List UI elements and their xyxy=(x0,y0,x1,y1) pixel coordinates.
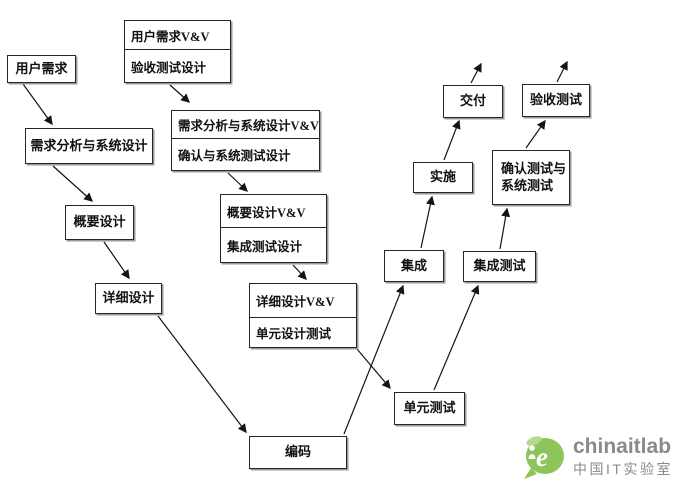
node-unit-test: 单元测试 xyxy=(394,392,465,425)
arrow-integration-to-implementation xyxy=(420,195,435,249)
arrow-acceptance-out xyxy=(556,60,568,83)
node-confirm-and-system-test-line2: 系统测试 xyxy=(501,177,554,193)
node-detailed-design: 详细设计 xyxy=(95,283,162,314)
arrow-integrationtest-to-confirmtest xyxy=(499,207,511,250)
arrow-detail-to-coding xyxy=(157,315,247,434)
arrow-implementation-to-delivery xyxy=(443,119,461,161)
logo-text: chinaitlab 中国IT实验室 xyxy=(573,436,673,479)
node-unit-design-test: 单元设计测试 xyxy=(256,327,332,341)
node-integration-test-design: 集成测试设计 xyxy=(227,239,303,254)
arrow-coding-to-integration xyxy=(343,284,405,435)
node-confirm-system-test-design: 确认与系统测试设计 xyxy=(178,149,291,163)
arrow-delivery-out xyxy=(470,62,482,84)
arrow-reqdesign-to-outline xyxy=(52,165,94,202)
node-integration: 集成 xyxy=(384,250,444,282)
node-requirements-analysis-system-design: 需求分析与系统设计 xyxy=(25,128,153,164)
node-user-requirements-vv: 用户需求V&V 验收测试设计 xyxy=(124,20,231,83)
svg-text:e: e xyxy=(536,442,548,472)
node-confirm-and-system-test-line1: 确认测试与 xyxy=(501,161,567,177)
arrow-outlinevv-to-detailvv xyxy=(292,264,307,280)
node-acceptance-test-design: 验收测试设计 xyxy=(131,60,207,75)
node-user-requirements-vv-top: 用户需求V&V xyxy=(125,21,230,50)
node-integration-test: 集成测试 xyxy=(463,251,536,282)
arrow-unittest-to-integrationtest xyxy=(433,284,480,391)
chinaitlab-logo-icon: e xyxy=(524,436,564,479)
logo-subtitle: 中国IT实验室 xyxy=(573,460,673,477)
arrow-reqdesignvv-to-outlinevv xyxy=(227,172,248,192)
chinaitlab-logo: e chinaitlab 中国IT实验室 xyxy=(521,434,673,480)
node-detailed-design-vv: 详细设计V&V 单元设计测试 xyxy=(249,283,357,348)
node-confirm-and-system-test: 确认测试与 系统测试 xyxy=(492,150,570,205)
arrow-userreqvv-to-reqdesignvv xyxy=(169,84,191,103)
node-outline-design: 概要设计 xyxy=(65,205,134,240)
logo-brand: chinaitlab xyxy=(573,434,672,458)
arrow-confirmtest-to-acceptance xyxy=(525,119,546,149)
node-acceptance-test: 验收测试 xyxy=(522,84,590,117)
arrow-user-req-to-req-design xyxy=(22,83,53,126)
node-coding: 编码 xyxy=(249,436,347,469)
arrow-detailvv-to-unittest xyxy=(356,348,391,390)
logo-person-icon xyxy=(529,445,535,451)
node-outline-design-vv-top: 概要设计V&V xyxy=(221,195,326,228)
node-delivery: 交付 xyxy=(443,85,503,118)
node-detailed-design-vv-top: 详细设计V&V xyxy=(250,284,356,318)
node-user-requirements: 用户需求 xyxy=(7,55,76,83)
node-requirements-analysis-system-design-vv: 需求分析与系统设计V&V 确认与系统测试设计 xyxy=(171,110,320,171)
node-outline-design-vv: 概要设计V&V 集成测试设计 xyxy=(220,194,327,263)
node-implementation: 实施 xyxy=(413,162,473,193)
arrow-outline-to-detail xyxy=(103,241,130,280)
node-req-design-vv-top: 需求分析与系统设计V&V xyxy=(172,111,319,139)
